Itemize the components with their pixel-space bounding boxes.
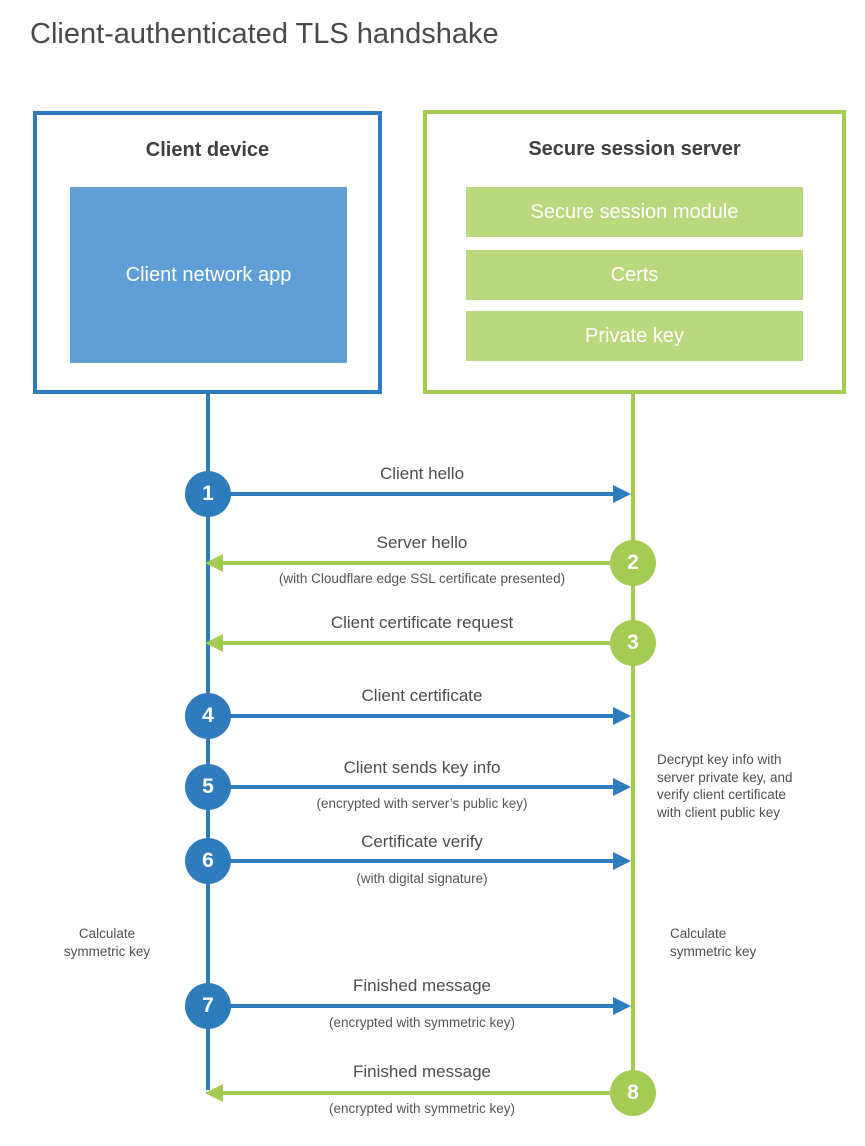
step-5-arrow	[230, 785, 614, 789]
step-2-arrowhead-icon	[205, 554, 223, 572]
step-2-label: Server hello	[376, 533, 468, 552]
note-decrypt-line-3: verify client certificate	[657, 787, 787, 802]
step-2-arrow	[223, 561, 612, 565]
step-8-arrowhead-icon	[205, 1084, 223, 1102]
step-4-label: Client certificate	[361, 686, 483, 705]
step-8-circle: 8	[610, 1070, 656, 1116]
client-device-box: Client device Client network app	[33, 111, 382, 394]
step-5-label: Client sends key info	[343, 758, 501, 777]
server-title: Secure session server	[528, 138, 741, 160]
step-3-arrowhead-icon	[205, 634, 223, 652]
step-7-circle: 7	[185, 983, 231, 1029]
step-6-circle: 6	[185, 838, 231, 884]
note-decrypt-line-2: server private key, and	[657, 769, 793, 785]
step-4-arrowhead-icon	[613, 707, 631, 725]
note-calculate-symmetric-key-server: Calculate symmetric key	[670, 925, 810, 960]
step-3-circle: 3	[610, 620, 656, 666]
client-network-app-box: Client network app	[70, 187, 347, 363]
server-module-secure-session: Secure session module	[466, 187, 803, 237]
step-6-label: Certificate verify	[361, 832, 483, 851]
step-1-arrow	[230, 492, 614, 496]
step-5-sublabel: (encrypted with server’s public key)	[316, 796, 528, 811]
step-8-label: Finished message	[353, 1062, 491, 1081]
step-2-sublabel: (with Cloudflare edge SSL certificate pr…	[278, 571, 566, 586]
step-7-label: Finished message	[353, 976, 491, 995]
server-module-private-key: Private key	[466, 311, 803, 361]
server-box: Secure session server Secure session mod…	[423, 110, 846, 394]
server-module-certs: Certs	[466, 250, 803, 300]
step-1-circle: 1	[185, 471, 231, 517]
note-calc-right-line-2: symmetric key	[670, 943, 757, 959]
step-1-label: Client hello	[379, 464, 465, 483]
server-lifeline	[631, 394, 635, 1093]
step-7-arrow	[230, 1004, 614, 1008]
step-6-arrowhead-icon	[613, 852, 631, 870]
step-8-arrow	[223, 1091, 612, 1095]
note-calc-left-line-1: Calculate	[78, 926, 136, 941]
step-6-arrow	[230, 859, 614, 863]
client-lifeline	[206, 394, 210, 1090]
step-3-label: Client certificate request	[330, 613, 514, 632]
step-2-circle: 2	[610, 540, 656, 586]
client-device-title: Client device	[145, 139, 270, 161]
step-3-arrow	[223, 641, 612, 645]
note-decrypt-line-4: with client public key	[657, 804, 781, 820]
note-calculate-symmetric-key-client: Calculate symmetric key	[37, 925, 177, 960]
note-decrypt-line-1: Decrypt key info with	[657, 752, 782, 767]
step-8-sublabel: (encrypted with symmetric key)	[328, 1101, 516, 1116]
note-calc-left-line-2: symmetric key	[63, 943, 151, 959]
note-decrypt-key-info: Decrypt key info with server private key…	[657, 751, 842, 821]
step-5-arrowhead-icon	[613, 778, 631, 796]
step-1-arrowhead-icon	[613, 485, 631, 503]
step-6-sublabel: (with digital signature)	[356, 871, 488, 886]
step-4-arrow	[230, 714, 614, 718]
step-5-circle: 5	[185, 764, 231, 810]
diagram-title: Client-authenticated TLS handshake	[30, 18, 499, 50]
step-7-sublabel: (encrypted with symmetric key)	[328, 1015, 516, 1030]
step-4-circle: 4	[185, 693, 231, 739]
note-calc-right-line-1: Calculate	[670, 926, 727, 941]
step-7-arrowhead-icon	[613, 997, 631, 1015]
